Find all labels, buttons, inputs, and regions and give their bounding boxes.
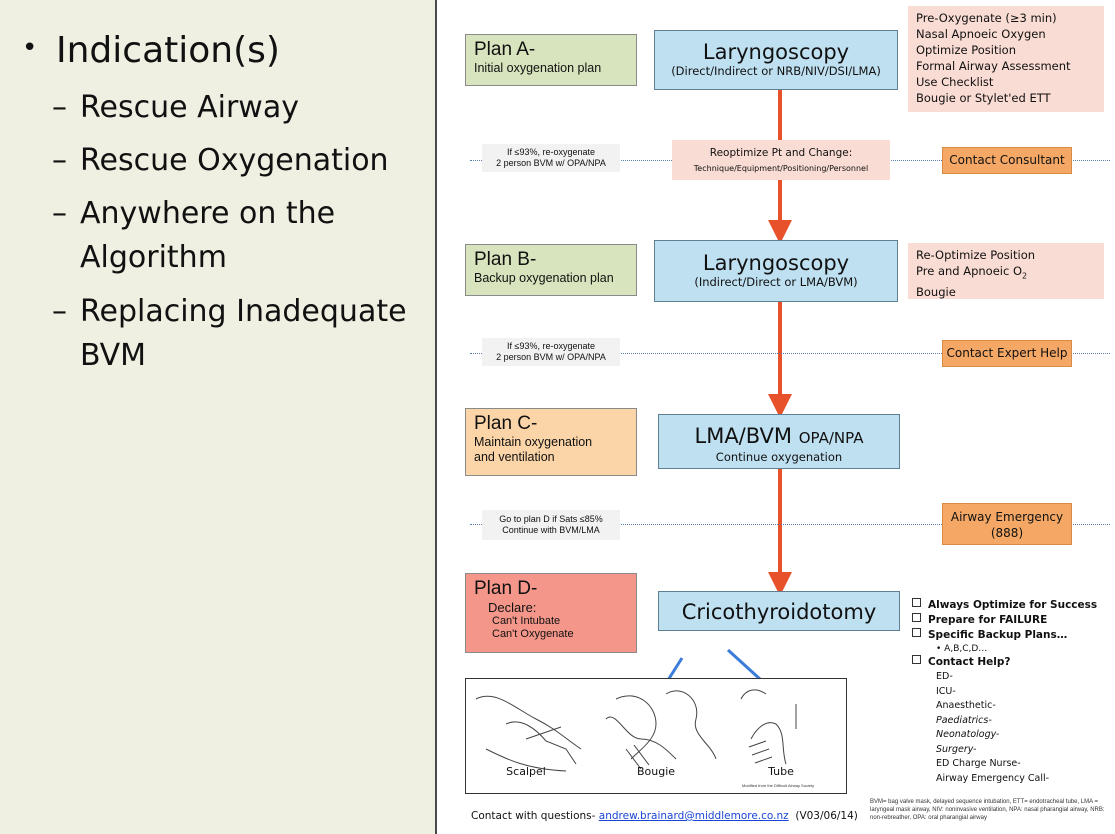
left-panel <box>0 0 437 834</box>
checklist: Always Optimize for Success Prepare for … <box>912 598 1112 786</box>
step-c-lma-bvm: LMA/BVM OPA/NPA Continue oxygenation <box>658 414 900 469</box>
footer-contact: Contact with questions- andrew.brainard@… <box>471 810 858 822</box>
illustration-credit: Modified from the Difficult Airway Socie… <box>742 783 815 788</box>
checkbox-icon <box>912 655 921 664</box>
procedure-illustration: Scalpel Bougie Tube Modified from the Di… <box>465 678 847 794</box>
airway-emergency-box: Airway Emergency (888) <box>942 503 1072 545</box>
contact-expert-help-box: Contact Expert Help <box>942 340 1072 367</box>
reoptimize-box: Reoptimize Pt and Change: Technique/Equi… <box>672 140 890 180</box>
contact-consultant-box: Contact Consultant <box>942 147 1072 174</box>
dotted-divider <box>470 353 1110 354</box>
step-d-cricothyroidotomy: Cricothyroidotomy <box>658 591 900 631</box>
plan-c-box: Plan C- Maintain oxygenation and ventila… <box>465 408 637 476</box>
dash-icon: – <box>52 90 67 125</box>
indication-item: –Anywhere on the Algorithm <box>52 192 335 280</box>
indication-item: –Rescue Oxygenation <box>52 139 389 183</box>
prep-b-list: Re-Optimize Position Pre and Apnoeic O2 … <box>908 243 1104 299</box>
checkbox-icon <box>912 613 921 622</box>
dash-icon: – <box>52 294 67 329</box>
step-b-laryngoscopy: Laryngoscopy (Indirect/Direct or LMA/BVM… <box>654 240 898 302</box>
plan-a-box: Plan A- Initial oxygenation plan <box>465 34 637 86</box>
checkbox-icon <box>912 628 921 637</box>
dash-icon: – <box>52 196 67 231</box>
reoxygenate-note: If ≤93%, re-oxygenate 2 person BVM w/ OP… <box>482 144 620 172</box>
bougie-label: Bougie <box>636 765 676 778</box>
dotted-divider <box>470 524 1110 525</box>
help-contacts-list: ED- ICU- Anaesthetic- Paediatrics- Neona… <box>936 671 1050 784</box>
abbreviations-note: BVM= bag valve mask, delayed sequence in… <box>870 799 1105 821</box>
dash-icon: – <box>52 143 67 178</box>
indications-heading: •Indication(s) <box>22 30 280 71</box>
plan-d-criteria-note: Go to plan D if Sats ≤85% Continue with … <box>482 510 620 540</box>
indication-item: –Replacing Inadequate BVM <box>52 290 407 378</box>
procedure-sketch <box>475 689 797 772</box>
step-a-laryngoscopy: Laryngoscopy (Direct/Indirect or NRB/NIV… <box>654 30 898 90</box>
prep-a-list: Pre-Oxygenate (≥3 min) Nasal Apnoeic Oxy… <box>908 6 1104 112</box>
checkbox-icon <box>912 598 921 607</box>
bullet-icon: • <box>22 33 38 63</box>
email-link[interactable]: andrew.brainard@middlemore.co.nz <box>598 810 789 822</box>
reoxygenate-note: If ≤93%, re-oxygenate 2 person BVM w/ OP… <box>482 338 620 366</box>
plan-d-box: Plan D- Declare: Can't Intubate Can't Ox… <box>465 573 637 653</box>
tube-label: Tube <box>768 765 794 778</box>
indication-item: –Rescue Airway <box>52 86 299 130</box>
scalpel-label: Scalpel <box>506 765 546 778</box>
plan-b-box: Plan B- Backup oxygenation plan <box>465 244 637 296</box>
